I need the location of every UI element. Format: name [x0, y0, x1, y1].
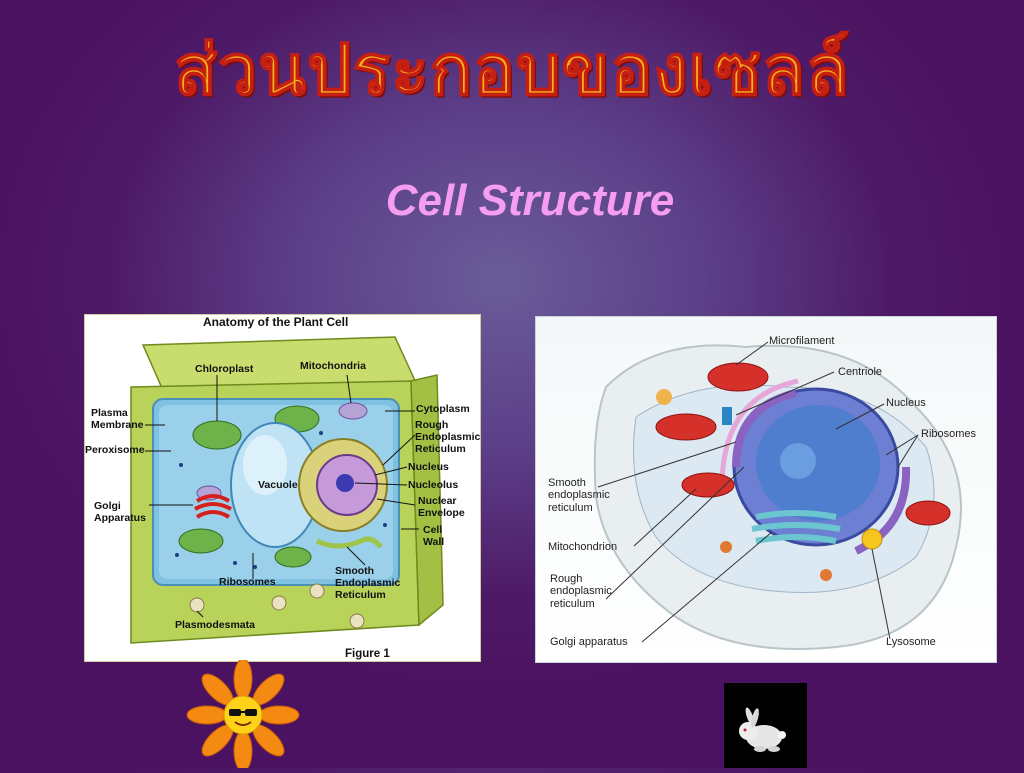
- label-smooth-er: Smooth Endoplasmic Reticulum: [335, 565, 401, 601]
- slide-title-english: Cell Structure: [385, 176, 675, 225]
- figure-caption: Figure 1: [345, 648, 390, 660]
- label-chloroplast: Chloroplast: [195, 363, 254, 375]
- label-centriole: Centriole: [838, 366, 883, 378]
- plant-cell-figure: Anatomy of the Plant Cell Chloroplast Mi…: [84, 314, 481, 662]
- label-cytoplasm: Cytoplasm: [416, 403, 470, 415]
- animal-cell-illustration: [593, 341, 962, 650]
- animal-cell-figure: Microfilament Centriole Nucleus Ribosome…: [535, 316, 997, 663]
- sun-flower-icon: [186, 660, 300, 768]
- rabbit-icon: [739, 707, 786, 752]
- label-nucleus: Nucleus: [408, 461, 449, 473]
- label-lysosome: Lysosome: [886, 636, 936, 648]
- label-ribosomes: Ribosomes: [921, 428, 977, 440]
- slide-title-thai: ส่วนประกอบของเซลล์: [173, 28, 850, 112]
- plant-cell-illustration: [130, 336, 444, 644]
- label-nucleolus: Nucleolus: [408, 479, 459, 491]
- rabbit-animation: [724, 683, 807, 768]
- label-nuclear-envelope: Nuclear Envelope: [418, 495, 465, 519]
- label-smooth-er: Smooth endoplasmic reticulum: [548, 477, 610, 514]
- label-cell-wall: Cell Wall: [423, 524, 445, 548]
- label-peroxisome: Peroxisome: [85, 444, 145, 456]
- label-rough-er: Rough endoplasmic reticulum: [550, 573, 612, 610]
- label-microfilament: Microfilament: [769, 335, 835, 347]
- plant-cell-heading: Anatomy of the Plant Cell: [203, 315, 349, 329]
- label-golgi-apparatus: Golgi apparatus: [550, 636, 628, 648]
- label-mitochondrion: Mitochondrion: [548, 541, 618, 553]
- label-vacuole: Vacuole: [258, 479, 298, 491]
- label-mitochondria: Mitochondria: [300, 360, 366, 372]
- label-plasma-membrane: Plasma Membrane: [91, 407, 144, 431]
- label-plasmodesmata: Plasmodesmata: [175, 619, 255, 631]
- label-golgi-apparatus: Golgi Apparatus: [94, 500, 146, 524]
- label-nucleus: Nucleus: [886, 397, 926, 409]
- label-ribosomes: Ribosomes: [219, 576, 276, 588]
- label-rough-er: Rough Endoplasmic Reticulum: [415, 419, 481, 455]
